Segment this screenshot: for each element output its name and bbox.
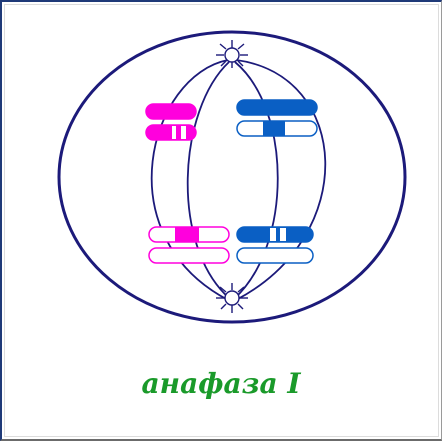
- spindle-fiber-outer-right: [236, 60, 325, 300]
- spindle-fiber-outer-left: [152, 60, 228, 300]
- chromosome-maternal-lower: [149, 227, 229, 263]
- chromosome-maternal-upper: [146, 104, 196, 140]
- cell-membrane: [59, 32, 405, 322]
- spindle-fibers: [152, 60, 326, 300]
- chromosome-paternal-lower: [237, 227, 313, 263]
- diagram-caption: анафаза I: [0, 366, 442, 402]
- chromosome-paternal-upper: [237, 100, 317, 136]
- centriole-star-icon: [216, 283, 248, 313]
- centriole-star-icon: [216, 40, 248, 68]
